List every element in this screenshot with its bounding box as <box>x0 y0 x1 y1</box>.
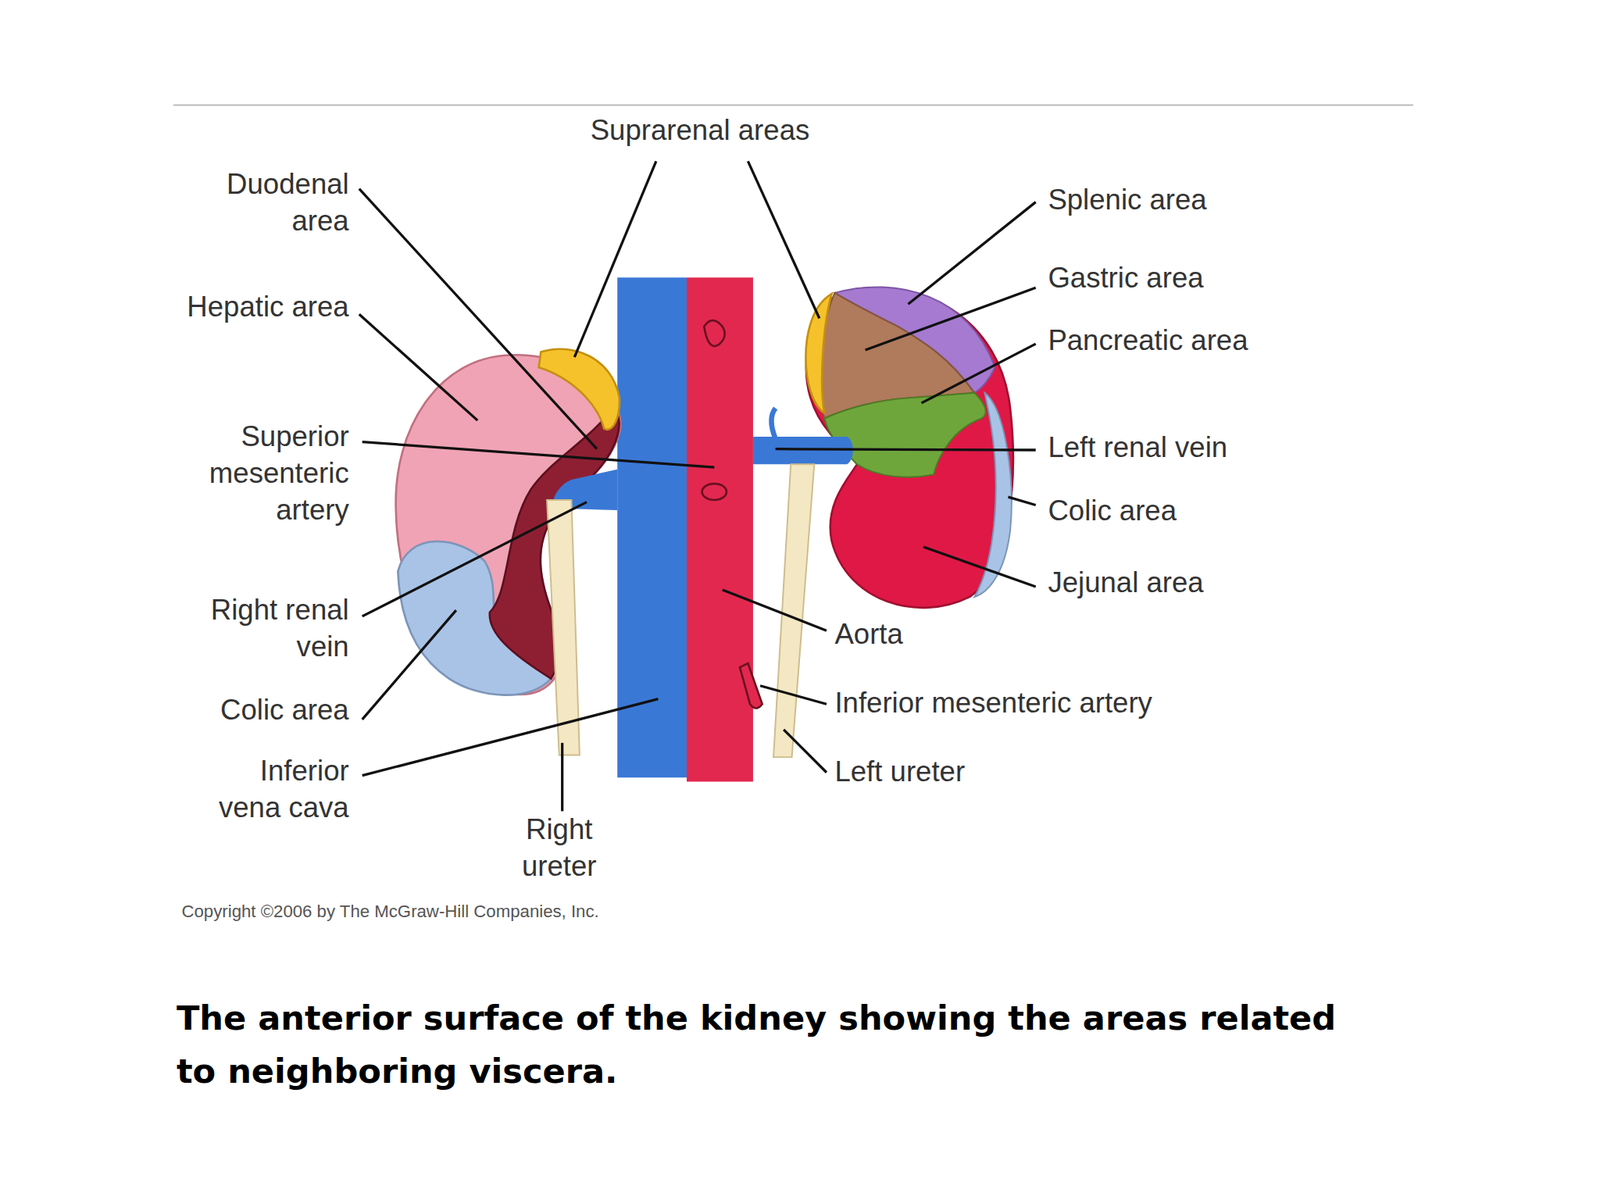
figure-caption: The anterior surface of the kidney showi… <box>176 992 1381 1099</box>
label-right-ureter: Right ureter <box>507 810 611 885</box>
label-left-renal-vein: Left renal vein <box>1047 429 1314 467</box>
right-ureter <box>546 500 580 756</box>
label-colic: Colic area <box>1047 492 1314 530</box>
gonadal-vein <box>771 407 775 439</box>
aorta <box>686 277 754 782</box>
left-suprarenal-area <box>805 293 832 414</box>
label-ivc: Inferior vena cava <box>196 753 350 827</box>
label-duodenal: Duodenal area <box>206 166 350 240</box>
sma-stump <box>702 483 727 500</box>
label-hepatic: Hepatic area <box>144 289 349 326</box>
label-gastric: Gastric area <box>1047 260 1314 297</box>
label-sma: Superior mesenteric artery <box>175 418 350 529</box>
copyright-note: Copyright ©2006 by The McGraw-Hill Compa… <box>181 902 896 923</box>
pancreatic-area <box>824 392 986 478</box>
ima-stump <box>739 663 763 708</box>
left-ureter <box>773 464 815 758</box>
label-ima: Inferior mesenteric artery <box>834 684 1202 722</box>
label-pancreatic: Pancreatic area <box>1047 322 1334 360</box>
rule <box>173 104 1414 107</box>
label-left-ureter: Left ureter <box>834 753 1039 791</box>
label-colic: Colic area <box>155 692 350 729</box>
inferior-vena-cava <box>617 277 687 778</box>
label-jejunal: Jejunal area <box>1047 564 1314 601</box>
label-splenic: Splenic area <box>1047 181 1314 218</box>
right-suprarenal-area <box>539 349 620 430</box>
label-suprarenal: Suprarenal areas <box>577 112 822 150</box>
left-renal-vein <box>753 436 854 465</box>
label-aorta: Aorta <box>834 616 1039 654</box>
hepatic-area <box>396 354 622 695</box>
celiac-trunk <box>703 320 725 347</box>
label-right-renal-vein: Right renal vein <box>175 592 350 666</box>
